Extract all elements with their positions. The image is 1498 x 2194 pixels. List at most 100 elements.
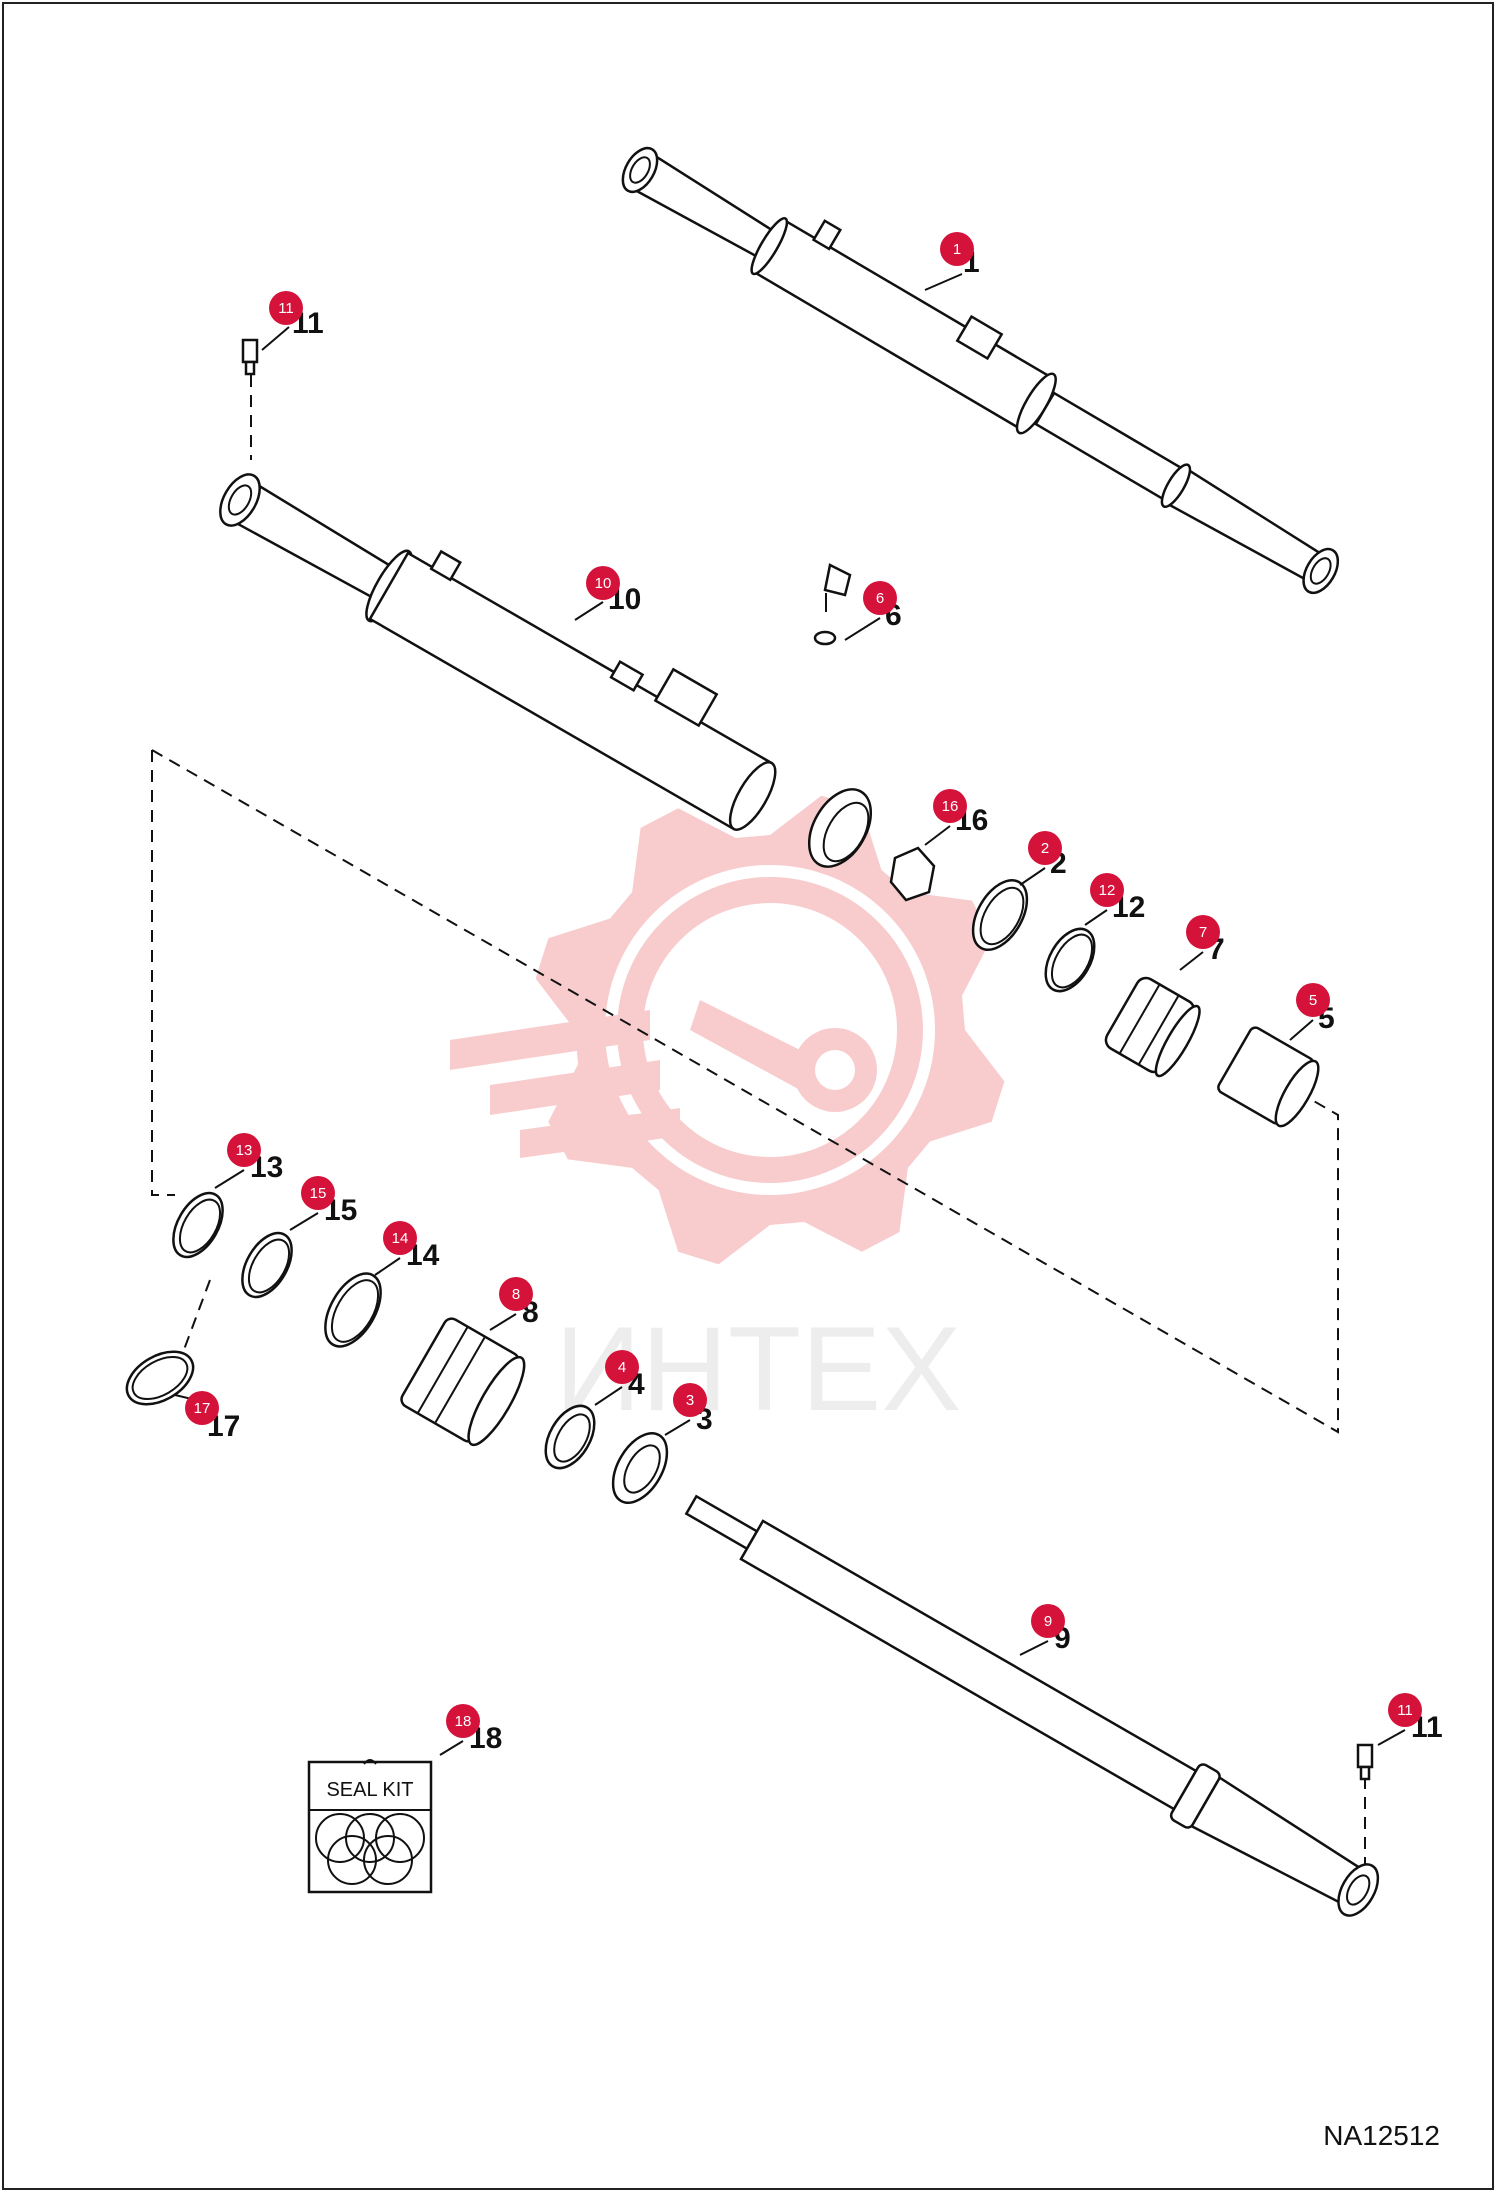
callout-badge: [1028, 831, 1062, 865]
gear-icon: [450, 795, 1005, 1265]
leader-line: [489, 1313, 517, 1331]
callout-badge: [227, 1133, 261, 1167]
leader-line: [844, 617, 881, 641]
callout-badge: [1186, 915, 1220, 949]
callout-1: 11: [924, 232, 980, 291]
drawing-code: NA12512: [1323, 2120, 1440, 2151]
seal-ring-12: [1044, 927, 1096, 993]
callout-8: 88: [489, 1277, 539, 1331]
wiper-seal-3: [611, 1432, 669, 1504]
leader-line: [1179, 951, 1204, 971]
grease-fitting-top: [241, 338, 259, 376]
callout-badge: [383, 1221, 417, 1255]
callout-badge-text: 14: [392, 1230, 409, 1247]
spacer-5: [1217, 1026, 1320, 1128]
leader-line: [924, 825, 951, 846]
leader-line: [439, 1740, 464, 1756]
barrel-end-ring: [807, 788, 873, 868]
callout-badge: [1388, 1693, 1422, 1727]
seal-ring-15: [241, 1231, 293, 1299]
gland-8: [400, 1317, 526, 1447]
seal-kit-box: SEAL KIT: [307, 1759, 433, 1894]
callout-badge-text: 11: [1397, 1702, 1413, 1719]
callout-badge: [605, 1350, 639, 1384]
callout-badge-text: 12: [1099, 882, 1116, 899]
guide-lines: [151, 375, 1366, 1865]
leader-line: [574, 601, 604, 621]
callout-badge: [1296, 983, 1330, 1017]
nut-16: [889, 846, 936, 902]
callout-badge: [499, 1277, 533, 1311]
leader-line: [1019, 867, 1046, 886]
callout-badge: [446, 1704, 480, 1738]
callout-badge-text: 11: [278, 300, 294, 317]
callout-badge-text: 13: [236, 1142, 253, 1159]
callout-badge: [933, 789, 967, 823]
leader-line: [214, 1169, 245, 1189]
leader-line: [594, 1386, 623, 1406]
callout-badge-text: 3: [686, 1392, 694, 1409]
callout-5: 55: [1289, 983, 1335, 1041]
callout-badge-text: 16: [942, 798, 959, 815]
leader-line: [1377, 1729, 1406, 1746]
leader-line: [261, 326, 290, 351]
callout-badge-text: 5: [1309, 992, 1317, 1009]
leader-line: [374, 1257, 401, 1276]
seal-ring-14: [324, 1272, 382, 1348]
fitting-6: [813, 563, 852, 646]
callout-badge-text: 1: [953, 241, 961, 258]
callout-badge-text: 10: [595, 575, 612, 592]
leader-line: [1084, 909, 1108, 926]
callout-badge-text: 6: [876, 590, 884, 607]
callout-badge-text: 7: [1199, 924, 1207, 941]
callout-badge-text: 18: [455, 1713, 472, 1730]
seal-ring-17: [125, 1350, 195, 1406]
callout-9: 99: [1019, 1604, 1071, 1656]
piston-7: [1104, 976, 1201, 1078]
callout-2: 22: [1019, 831, 1067, 886]
seal-ring-4: [544, 1404, 596, 1470]
callout-badge-text: 15: [310, 1185, 327, 1202]
callout-badge-text: 8: [512, 1286, 520, 1303]
callout-7: 77: [1179, 915, 1225, 971]
callout-4: 44: [594, 1350, 645, 1406]
piston-rod-9: [684, 1494, 1380, 1917]
leader-line: [924, 273, 963, 291]
grease-fitting-bottom: [1356, 1743, 1374, 1781]
cylinder-barrel: [219, 473, 777, 831]
seal-ring-2: [971, 879, 1029, 951]
seal-ring-13: [172, 1191, 224, 1259]
callouts: 1111111010661616221212775513131515141488…: [174, 232, 1443, 1756]
callout-3: 33: [664, 1383, 713, 1436]
callout-badge: [185, 1391, 219, 1425]
callout-badge-text: 9: [1044, 1613, 1052, 1630]
callout-badge: [301, 1176, 335, 1210]
callout-badge: [269, 291, 303, 325]
leader-line: [289, 1212, 319, 1231]
callout-badge: [1031, 1604, 1065, 1638]
callout-badge-text: 17: [194, 1400, 211, 1417]
leader-line: [664, 1419, 691, 1436]
callout-badge: [1090, 873, 1124, 907]
callout-badge: [940, 232, 974, 266]
seal-kit-label: SEAL KIT: [326, 1779, 413, 1801]
callout-badge: [863, 581, 897, 615]
callout-6: 66: [844, 581, 902, 641]
assembled-cylinder: [621, 146, 1340, 595]
leader-line: [1019, 1640, 1049, 1656]
callout-badge: [586, 566, 620, 600]
callout-badge: [673, 1383, 707, 1417]
